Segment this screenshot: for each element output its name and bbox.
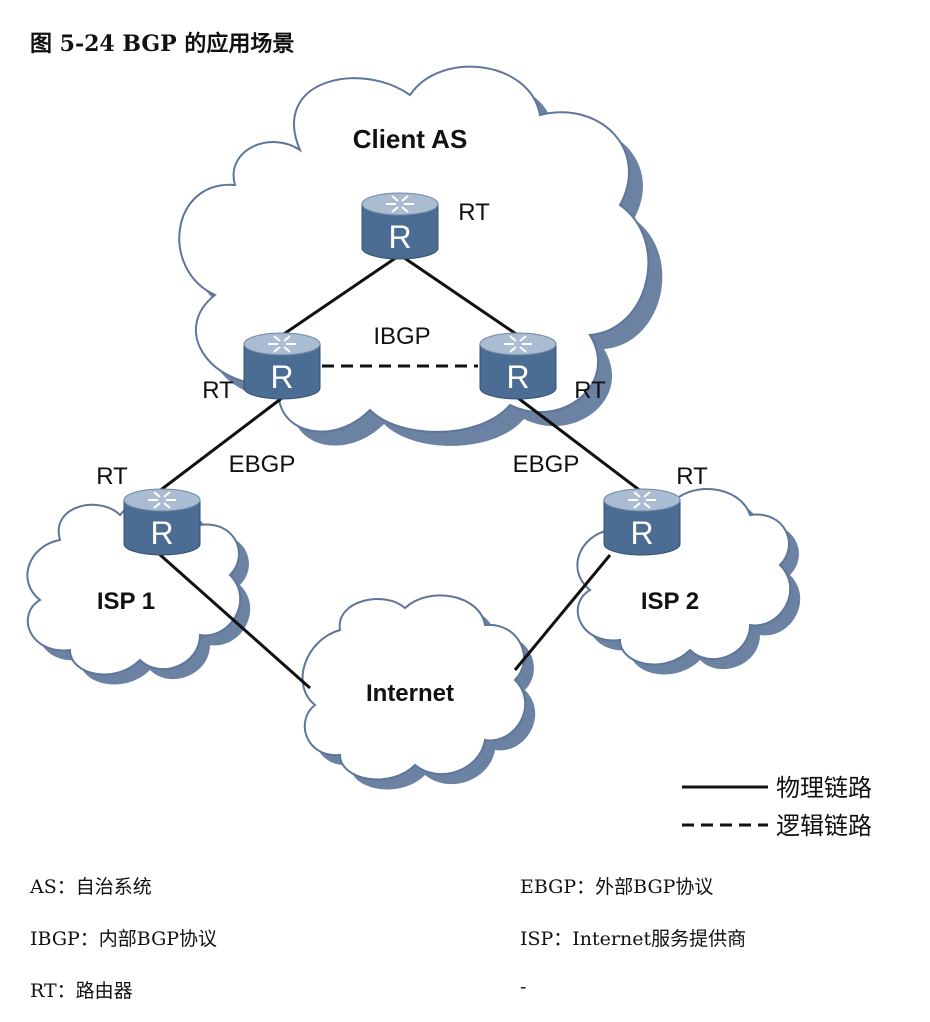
rt-label-left: RT xyxy=(202,377,234,404)
router-isp1: R xyxy=(123,488,201,556)
definition-ebgp: EBGP：外部BGP协议 xyxy=(520,876,714,898)
figure-title: 图 5-24 BGP 的应用场景 xyxy=(30,31,295,57)
legend: 物理链路 逻辑链路 xyxy=(682,774,872,840)
ebgp-right-label: EBGP xyxy=(513,451,580,478)
router-glyph: R xyxy=(150,515,173,551)
router-right: R xyxy=(479,332,557,400)
client-as-label: Client AS xyxy=(353,124,468,154)
rt-label-top: RT xyxy=(458,199,490,226)
link-top-right xyxy=(399,253,523,340)
router-glyph: R xyxy=(630,515,653,551)
router-glyph: R xyxy=(270,359,293,395)
link-isp1-internet xyxy=(157,551,311,690)
isp1-label: ISP 1 xyxy=(97,588,155,615)
definition-empty: - xyxy=(520,976,527,998)
link-ebgp-right xyxy=(517,396,643,494)
rt-label-right: RT xyxy=(574,377,606,404)
legend-logical-label: 逻辑链路 xyxy=(776,812,872,840)
link-ebgp-left xyxy=(157,396,283,494)
router-isp2: R xyxy=(603,488,681,556)
ibgp-label: IBGP xyxy=(373,323,430,350)
rt-label-isp2: RT xyxy=(676,463,708,490)
router-glyph: R xyxy=(506,359,529,395)
definition-ibgp: IBGP：内部BGP协议 xyxy=(30,928,218,950)
router-glyph: R xyxy=(388,219,411,255)
isp2-label: ISP 2 xyxy=(641,588,699,615)
definition-isp: ISP：Internet服务提供商 xyxy=(520,928,747,950)
definition-as: AS：自治系统 xyxy=(30,876,152,898)
rt-label-isp1: RT xyxy=(96,463,128,490)
ebgp-left-label: EBGP xyxy=(229,451,296,478)
legend-physical-label: 物理链路 xyxy=(776,774,872,802)
bgp-diagram: R R R R R Client AS ISP 1 ISP 2 Internet… xyxy=(26,65,872,840)
link-isp2-internet xyxy=(513,554,612,671)
internet-label: Internet xyxy=(366,680,454,707)
router-left: R xyxy=(243,332,321,400)
internet-cloud xyxy=(301,594,536,790)
router-top: R xyxy=(361,192,439,260)
link-top-left xyxy=(277,253,401,340)
definition-rt: RT：路由器 xyxy=(30,980,133,1002)
